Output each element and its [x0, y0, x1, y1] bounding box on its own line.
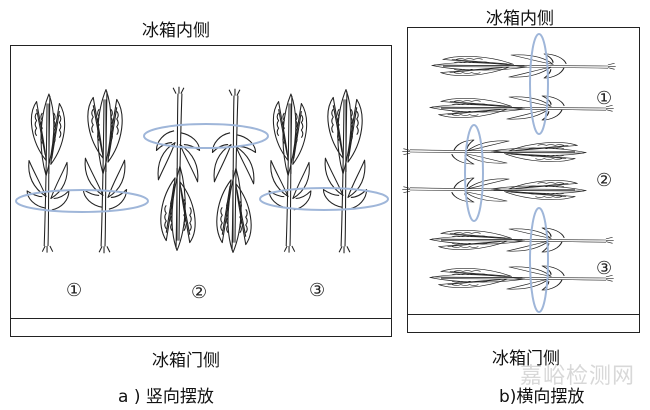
a-ellipse-1 [15, 189, 149, 213]
b-fridge-box [407, 27, 640, 333]
watermark: 嘉峪检测网 [520, 364, 636, 389]
b-group-2-plants [401, 139, 587, 203]
b-caption: b)横向摆放 [499, 387, 585, 407]
b-group-3-plants [429, 227, 615, 291]
b-door-line [407, 314, 640, 315]
a-top-label: 冰箱内侧 [142, 21, 210, 41]
a-group-3-plants [268, 89, 368, 254]
b-group-label-2: ② [596, 170, 613, 191]
b-group-label-3: ③ [596, 258, 613, 279]
a-group-2-plants [155, 86, 257, 253]
a-bottom-label: 冰箱门侧 [152, 351, 220, 371]
b-top-label: 冰箱内侧 [486, 9, 554, 29]
b-bottom-label: 冰箱门侧 [492, 349, 560, 369]
a-group-label-2: ② [191, 282, 208, 303]
b-group-1-plants [429, 53, 617, 121]
a-group-label-3: ③ [309, 280, 326, 301]
a-group-1-plants [26, 89, 128, 254]
a-caption: a ) 竖向摆放 [118, 387, 214, 407]
a-door-line [10, 318, 392, 319]
a-group-label-1: ① [66, 280, 83, 301]
a-ellipse-3 [259, 187, 389, 211]
a-ellipse-2 [143, 123, 269, 149]
b-ellipse-3 [529, 207, 549, 313]
b-ellipse-2 [464, 124, 484, 222]
a-fridge-box [10, 45, 392, 337]
b-group-label-1: ① [596, 88, 613, 109]
b-ellipse-1 [529, 33, 549, 135]
